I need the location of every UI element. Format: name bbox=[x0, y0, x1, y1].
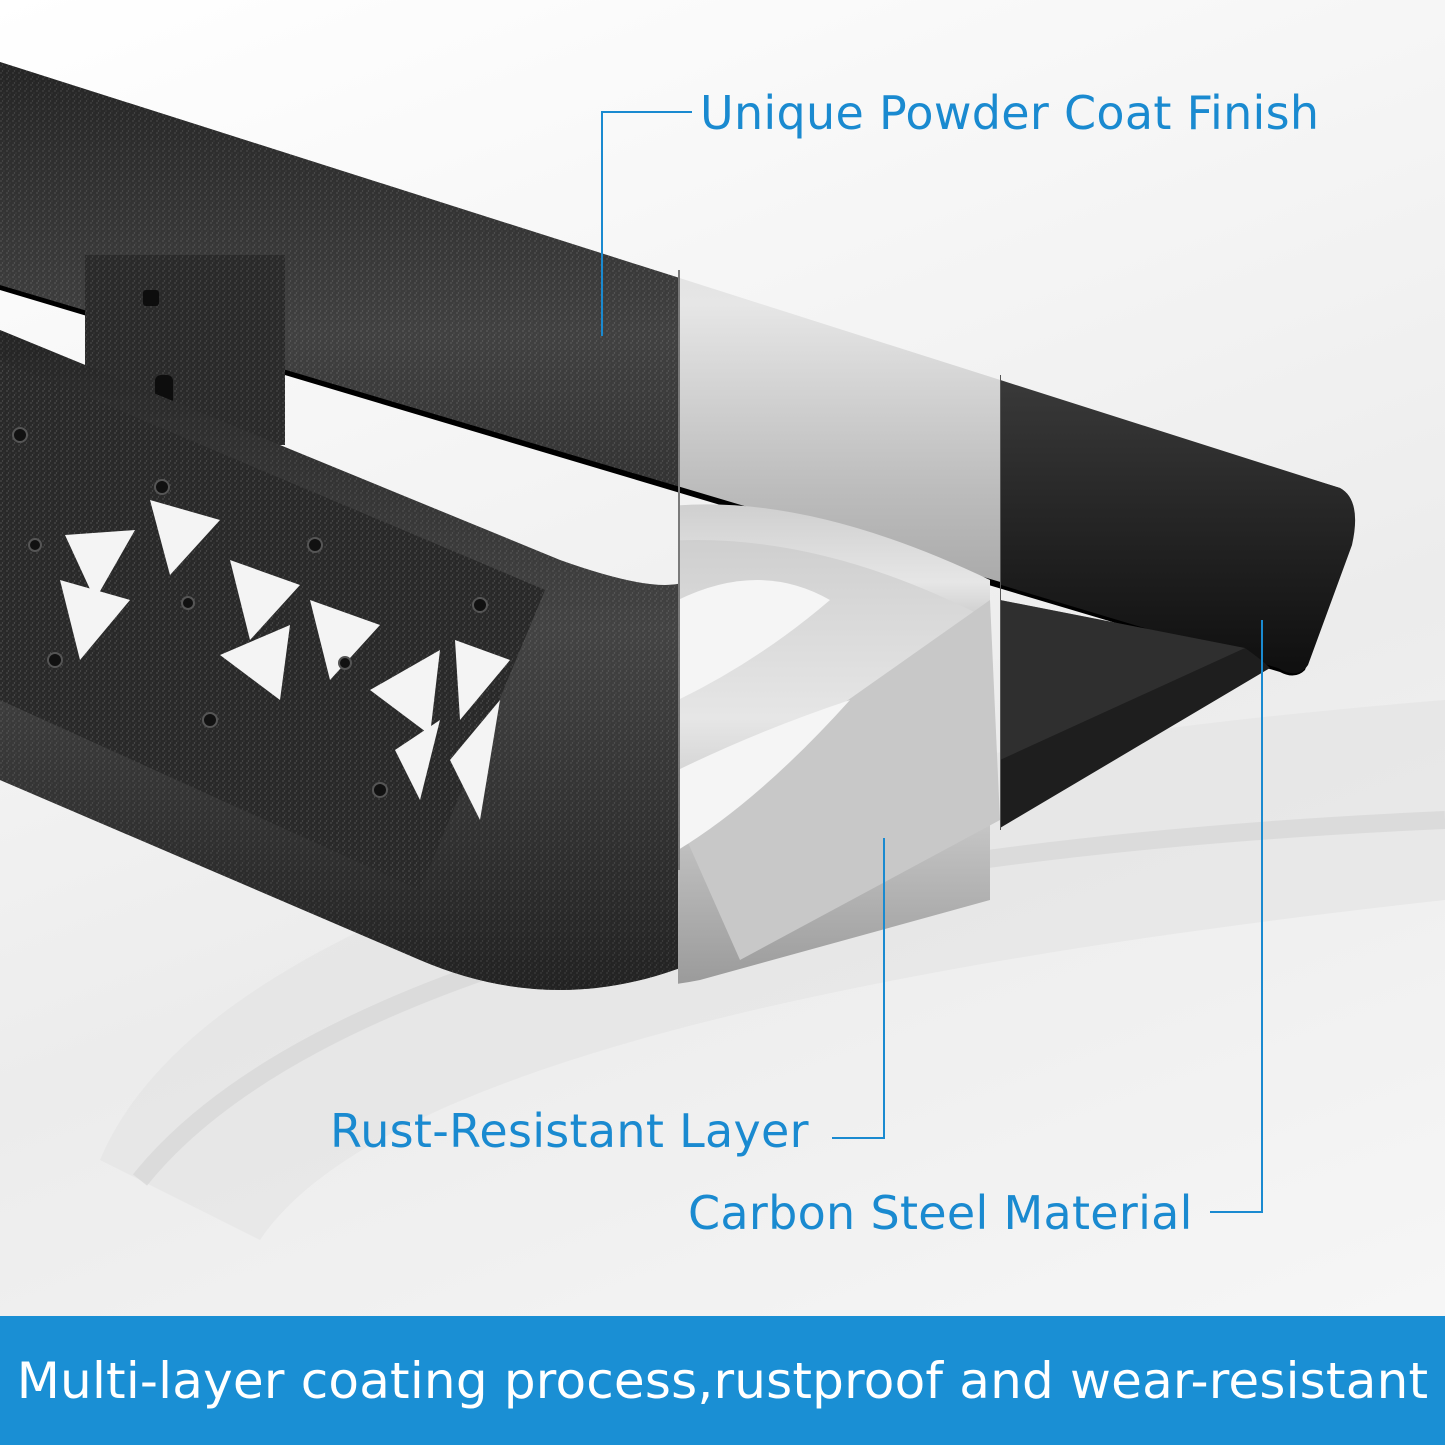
running-board-illustration bbox=[0, 62, 1445, 1186]
callout-carbon-steel: Carbon Steel Material bbox=[688, 1186, 1193, 1240]
carbon-steel-section bbox=[1000, 375, 1356, 830]
callout-line-carbon-steel bbox=[1261, 620, 1263, 1213]
product-image-area: Unique Powder Coat Finish Rust-Resistant… bbox=[0, 0, 1445, 1316]
feature-banner: Multi-layer coating process,rustproof an… bbox=[0, 1316, 1445, 1445]
callout-line-rust-layer-h bbox=[832, 1137, 885, 1139]
callout-line-powder-coat bbox=[601, 111, 603, 336]
callout-rust-layer: Rust-Resistant Layer bbox=[330, 1104, 809, 1158]
powder-coat-section bbox=[0, 62, 678, 990]
callout-line-carbon-steel-h bbox=[1210, 1211, 1263, 1213]
callout-powder-coat: Unique Powder Coat Finish bbox=[700, 86, 1320, 140]
banner-text: Multi-layer coating process,rustproof an… bbox=[16, 1351, 1429, 1410]
callout-line-rust-layer bbox=[883, 838, 885, 1139]
rust-resistant-section bbox=[678, 270, 1000, 984]
callout-line-powder-coat-h bbox=[601, 111, 692, 113]
